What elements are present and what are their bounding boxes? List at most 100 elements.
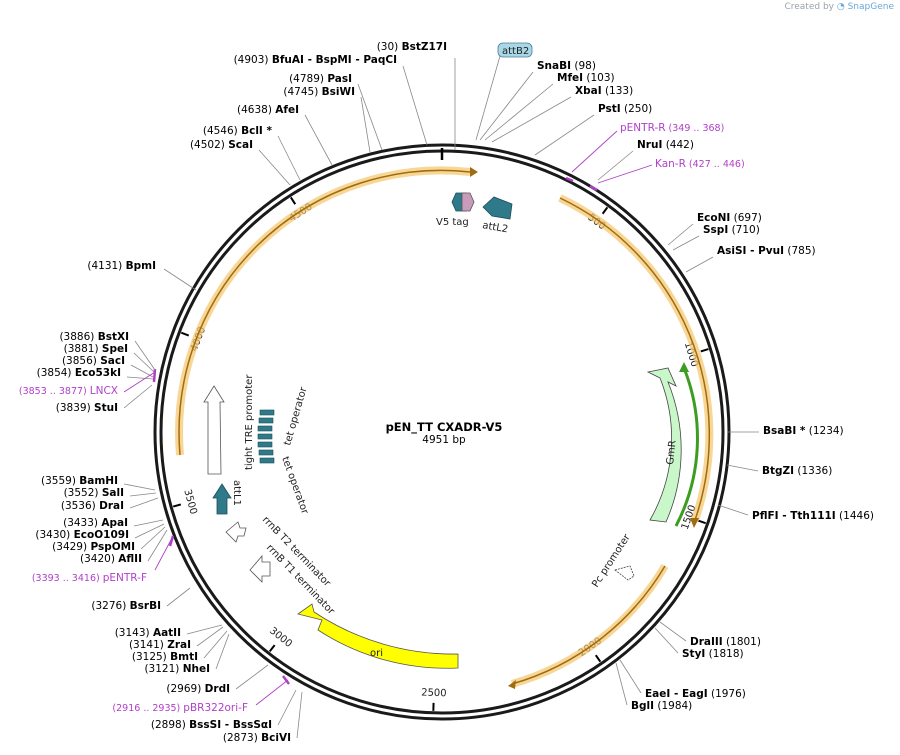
primer-marks — [152, 176, 598, 685]
attb2-label: attB2 — [502, 46, 529, 57]
pc-promoter-label: Pc promoter — [590, 532, 633, 590]
site-label: SspI (710) — [703, 224, 760, 236]
snapgene-logo: ◔ SnapGene — [836, 2, 894, 12]
plasmid-name: pEN_TT CXADR-V5 — [386, 420, 503, 435]
primer-labels: pENTR-R (349 .. 368) Kan-R (427 .. 446) (3… — [19, 122, 745, 714]
site-label: (3886) BstXI — [59, 331, 129, 343]
site-leader-line — [123, 483, 156, 491]
site-leader-line — [296, 691, 303, 739]
site-label: AsiSI - PvuI (785) — [717, 245, 816, 257]
tet-operators — [257, 409, 275, 464]
site-label: BglI (1984) — [631, 700, 692, 712]
ori-feature: ori — [297, 603, 459, 669]
tet-operator-label-1: tet operator — [282, 385, 309, 447]
site-leader-line — [667, 223, 694, 246]
orf-arc-right-line — [559, 197, 711, 521]
attb2-box: attB2 — [475, 42, 533, 141]
attl1-label: attL1 — [231, 480, 242, 506]
site-leader-line — [615, 662, 628, 706]
site-label: (3856) SacI — [62, 355, 125, 367]
site-leader-line — [479, 71, 534, 141]
site-label: StyI (1818) — [682, 648, 744, 660]
orf-arc-bottom-head — [508, 680, 516, 689]
tick-label: 2500 — [421, 687, 447, 699]
site-label: BsaBI * (1234) — [763, 425, 844, 437]
site-label: XbaI (133) — [575, 85, 633, 97]
site-leader-line — [196, 626, 224, 647]
tick-mark — [268, 644, 276, 653]
orf-arc-top — [175, 166, 471, 456]
site-leader-line — [357, 83, 383, 151]
site-leader-line — [133, 352, 155, 373]
site-label: EcoNI (697) — [697, 212, 762, 224]
site-leader-line — [130, 364, 154, 378]
gmr-label: GmR — [665, 440, 678, 466]
site-leader-line — [726, 464, 759, 472]
site-leader-line — [402, 65, 428, 146]
site-leader-line — [134, 523, 165, 539]
site-label: NruI (442) — [637, 139, 694, 151]
site-label: (3429) PspOMI — [52, 541, 135, 553]
site-leader-line — [654, 627, 679, 654]
orf-arc-bottom-line — [511, 565, 666, 685]
tre-promoter-label: tight TRE promoter — [244, 374, 255, 470]
primer-label: Kan-R (427 .. 446) — [655, 158, 745, 170]
site-leader-line — [685, 256, 714, 273]
pc-promoter-feature: Pc promoter — [590, 532, 635, 590]
site-leader-line — [126, 376, 154, 380]
ori-label: ori — [370, 648, 383, 659]
orf-arc-right-head — [690, 518, 699, 528]
rrnb-terminators: rrnB T1 terminator rrnB T2 terminator — [225, 514, 337, 618]
site-leader-line — [129, 492, 157, 497]
site-leader-line — [186, 624, 223, 635]
site-label: (3552) SalI — [64, 487, 124, 499]
site-label: (4502) ScaI — [190, 139, 253, 151]
credit-label: Created by ◔ SnapGene — [784, 2, 894, 12]
site-leader-line — [360, 96, 371, 153]
site-label: PflFI - Tth111I (1446) — [752, 510, 874, 522]
site-label: (3881) SpeI — [64, 343, 128, 355]
site-leader-line — [304, 114, 333, 166]
site-leader-line — [235, 664, 269, 690]
site-label: (3420) AflII — [80, 553, 142, 565]
site-leader-line — [672, 235, 700, 251]
site-label: (4546) BclI * — [203, 125, 273, 137]
site-leader-line — [134, 340, 156, 371]
site-leader-line — [215, 633, 230, 670]
tick-mark — [594, 654, 602, 663]
site-label: (3430) EcoO109I — [35, 529, 129, 541]
orf-arc-bottom — [510, 563, 669, 688]
orf-arcs — [175, 166, 714, 689]
site-leader-line — [163, 268, 197, 291]
site-leader-line — [277, 689, 297, 726]
tre-promoter-feature: tight TRE promoter — [203, 374, 255, 475]
site-label: (3125) BmtI — [132, 651, 198, 663]
primer-leader-line — [154, 537, 173, 571]
site-leader-line — [258, 149, 291, 186]
site-leader-line — [166, 587, 191, 607]
site-leader-line — [147, 529, 168, 562]
site-label: (30) BstZ17I — [377, 41, 447, 53]
site-label: (3121) NheI — [144, 663, 210, 675]
site-label: DraIII (1801) — [690, 636, 761, 648]
site-leader-line — [534, 114, 595, 156]
site-leader-line — [140, 526, 166, 550]
gmr-feature: GmR — [646, 362, 699, 527]
site-leader-line — [203, 630, 228, 659]
tet-operator-label-2: tet operator — [279, 455, 310, 516]
site-label: SnaBI (98) — [537, 60, 596, 72]
site-label: (3839) StuI — [56, 402, 118, 414]
v5-attl2-features: V5 tag attL2 — [436, 192, 513, 235]
tick-label: 3500 — [181, 488, 198, 515]
primer-label: pENTR-R (349 .. 368) — [620, 122, 724, 134]
site-label: (4638) AfeI — [237, 104, 299, 116]
site-label: (3536) DraI — [61, 500, 124, 512]
primer-label: (2916 .. 2935) pBR322ori-F — [112, 702, 248, 714]
site-label: PstI (250) — [598, 103, 652, 115]
site-leader-line — [491, 96, 572, 143]
primer-leader-line — [597, 164, 653, 184]
primer-leader-line — [255, 679, 289, 706]
plasmid-length: 4951 bp — [422, 434, 466, 446]
